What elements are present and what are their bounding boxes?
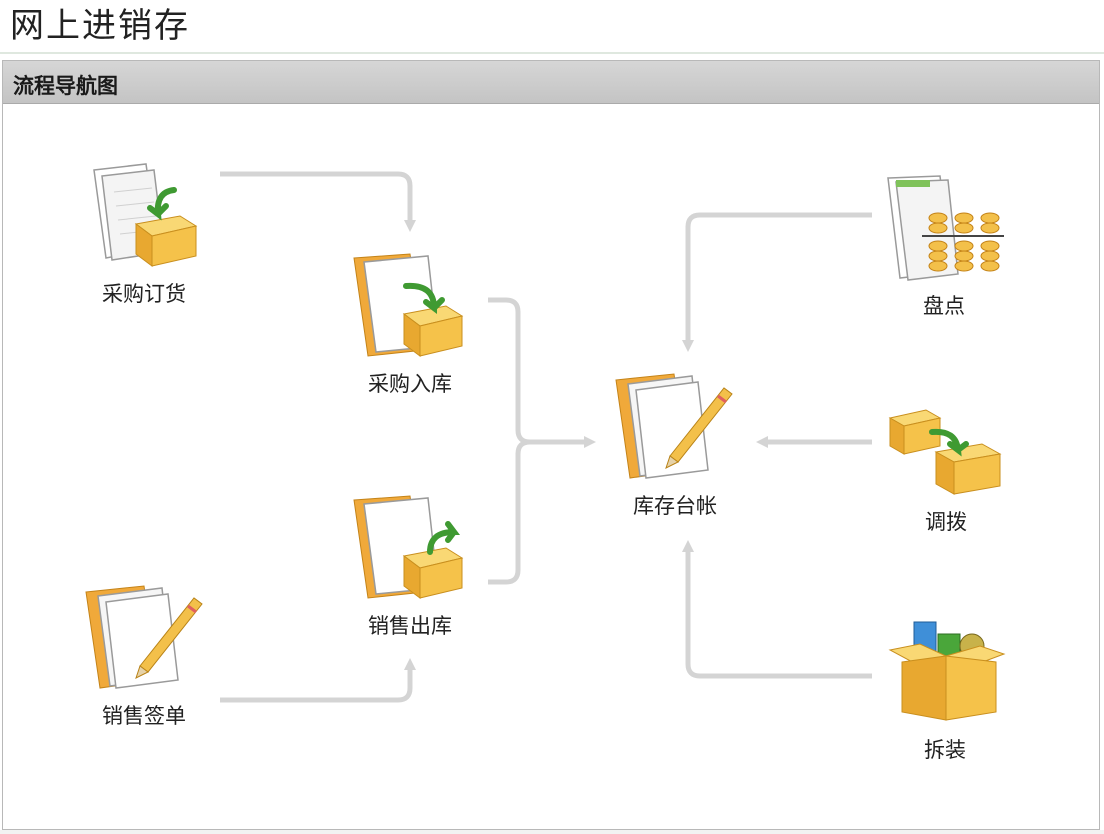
spreadsheet-abacus-icon: [887, 175, 1004, 281]
node-label: 库存台帐: [633, 494, 717, 518]
folder-box-arrow-icon: [353, 253, 464, 357]
folder-pencil-icon: [615, 373, 733, 479]
panel-title: 流程导航图: [13, 74, 118, 98]
node-purchase-inbound[interactable]: 采购入库: [350, 250, 470, 398]
open-box-icon: [888, 621, 1006, 721]
node-label: 盘点: [923, 294, 965, 318]
node-purchase-order[interactable]: 采购订货: [84, 162, 204, 308]
connector-contract-to-outbound: [220, 658, 416, 703]
node-label: 销售出库: [368, 614, 452, 638]
document-box-arrow-icon: [93, 163, 198, 267]
node-inventory-ledger[interactable]: 库存台帐: [610, 372, 740, 520]
connector-disassembly-to-ledger: [682, 540, 872, 679]
panel-header: 流程导航图: [3, 61, 1099, 104]
connector-inbound-to-ledger: [488, 297, 531, 445]
bottom-divider: [0, 830, 1104, 834]
node-disassembly[interactable]: 拆装: [880, 616, 1010, 764]
node-stocktake[interactable]: 盘点: [882, 174, 1006, 320]
connector-outbound-to-ledger: [488, 439, 531, 585]
node-sales-outbound[interactable]: 销售出库: [350, 492, 470, 640]
node-transfer[interactable]: 调拨: [886, 404, 1006, 536]
node-sales-contract[interactable]: 销售签单: [82, 584, 206, 730]
node-label: 采购入库: [368, 372, 452, 396]
node-label: 销售签单: [102, 704, 186, 728]
folder-box-export-icon: [353, 495, 464, 599]
node-label: 拆装: [924, 738, 966, 762]
connector-stocktake-to-ledger: [682, 212, 872, 352]
app-title: 网上进销存: [10, 6, 190, 46]
node-label: 调拨: [925, 510, 967, 534]
node-label: 采购订货: [102, 282, 186, 306]
connector-order-to-inbound: [220, 171, 416, 232]
folder-pencil-icon: [85, 585, 203, 689]
title-divider: [0, 52, 1104, 54]
boxes-transfer-icon: [888, 409, 1002, 495]
